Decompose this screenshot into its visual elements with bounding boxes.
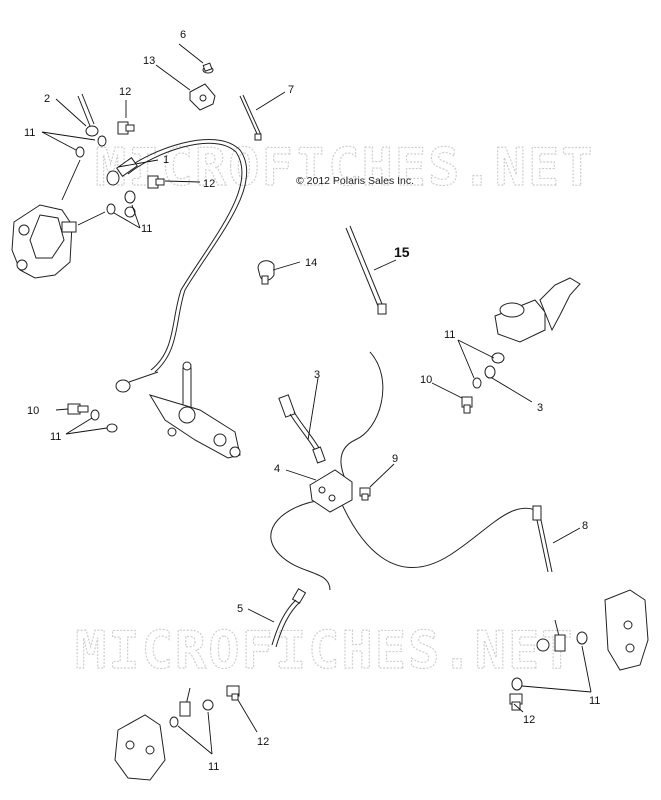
banjo-fitting-left (115, 379, 131, 393)
master-cylinder-right (494, 277, 581, 343)
brake-caliper-rear-right (604, 589, 649, 671)
callout-9: 9 (392, 453, 398, 465)
banjo-fitting-rear-right (536, 638, 550, 652)
washer-11-rear-left-b (202, 699, 214, 711)
brake-hose-8 (532, 505, 553, 573)
tie-strap-15 (345, 225, 387, 315)
callout-1: 1 (163, 154, 169, 166)
leader-lines (41, 43, 592, 755)
callout-14: 14 (305, 257, 317, 269)
callout-12-d: 12 (257, 736, 269, 748)
brake-caliper-rear-left (114, 714, 166, 781)
banjo-fitting-right (484, 365, 496, 379)
bolt-10-left (67, 403, 89, 415)
callout-4: 4 (274, 463, 280, 475)
callout-3-b: 3 (537, 402, 543, 414)
bolt-12-top-b (147, 175, 165, 189)
callout-11-e: 11 (589, 695, 600, 707)
callout-12-a: 12 (119, 86, 131, 98)
callout-6: 6 (180, 29, 186, 41)
brake-line-fitting (116, 157, 138, 177)
callout-11-b: 11 (141, 223, 152, 235)
callout-11-f: 11 (208, 761, 219, 773)
tie-strap-7 (239, 94, 262, 141)
bolt-12-rear-left (226, 685, 240, 701)
bolt-12-top-a (117, 121, 135, 135)
bolt-9 (359, 487, 371, 501)
washer-11-rear-right-b (511, 677, 523, 691)
callout-10-b: 10 (27, 405, 39, 417)
callout-3-a: 3 (314, 369, 320, 381)
callout-11-a: 11 (24, 127, 35, 139)
brake-line-center (340, 351, 384, 489)
washer-11-c (106, 203, 116, 215)
washer-11-b (75, 146, 85, 158)
callout-11-d: 11 (50, 431, 61, 443)
bolt-2-shank (77, 95, 91, 127)
brake-line-right (339, 499, 536, 568)
bolt-12-rear-right (509, 693, 523, 711)
callout-12-b: 12 (203, 178, 215, 190)
callout-15: 15 (394, 244, 410, 260)
callout-5: 5 (237, 603, 243, 615)
clip-14 (257, 260, 275, 285)
callout-11-c: 11 (444, 329, 455, 341)
washer-11-left-a (90, 409, 100, 421)
brake-distribution-block-4 (309, 469, 353, 513)
brake-hose-3 (278, 394, 326, 464)
washer-11-right (491, 352, 505, 364)
master-cylinder-left (148, 361, 241, 459)
washer-11-rear-right-a (576, 631, 588, 645)
brake-hose-5 (271, 588, 307, 648)
washer-11-rear-left-a (169, 716, 179, 728)
brake-line-lower-left (270, 499, 331, 591)
callout-7: 7 (288, 84, 294, 96)
callout-12-c: 12 (523, 714, 535, 726)
bolt-2-head (85, 125, 99, 137)
brake-hose-rear-left (179, 687, 191, 717)
watermark-bottom: MICROFICHES.NET (75, 621, 575, 681)
callout-8: 8 (582, 520, 588, 532)
bolt-10-right (461, 396, 473, 414)
brake-line-1 (124, 139, 248, 373)
brake-caliper-front-left (11, 204, 77, 279)
watermark-top: MICROFICHES.NET (95, 138, 595, 198)
washer-11-a (97, 135, 107, 147)
washer-11-right-b (472, 377, 482, 389)
brake-hose-rear-right (554, 619, 566, 652)
hose-left-end (128, 371, 159, 383)
washer-11-e (124, 206, 136, 218)
banjo-fitting (106, 170, 120, 186)
washer-11-d (124, 190, 136, 204)
callout-13: 13 (143, 55, 155, 67)
callout-2: 2 (44, 93, 50, 105)
brake-line-1-inner (127, 142, 243, 371)
washer-11-left-b (106, 423, 118, 433)
clamp-13 (189, 83, 216, 111)
copyright-notice: © 2012 Polaris Sales Inc. (296, 175, 414, 187)
bolt-2-shank-b (81, 93, 95, 125)
screw-6 (202, 62, 214, 74)
callout-10-a: 10 (420, 374, 432, 386)
